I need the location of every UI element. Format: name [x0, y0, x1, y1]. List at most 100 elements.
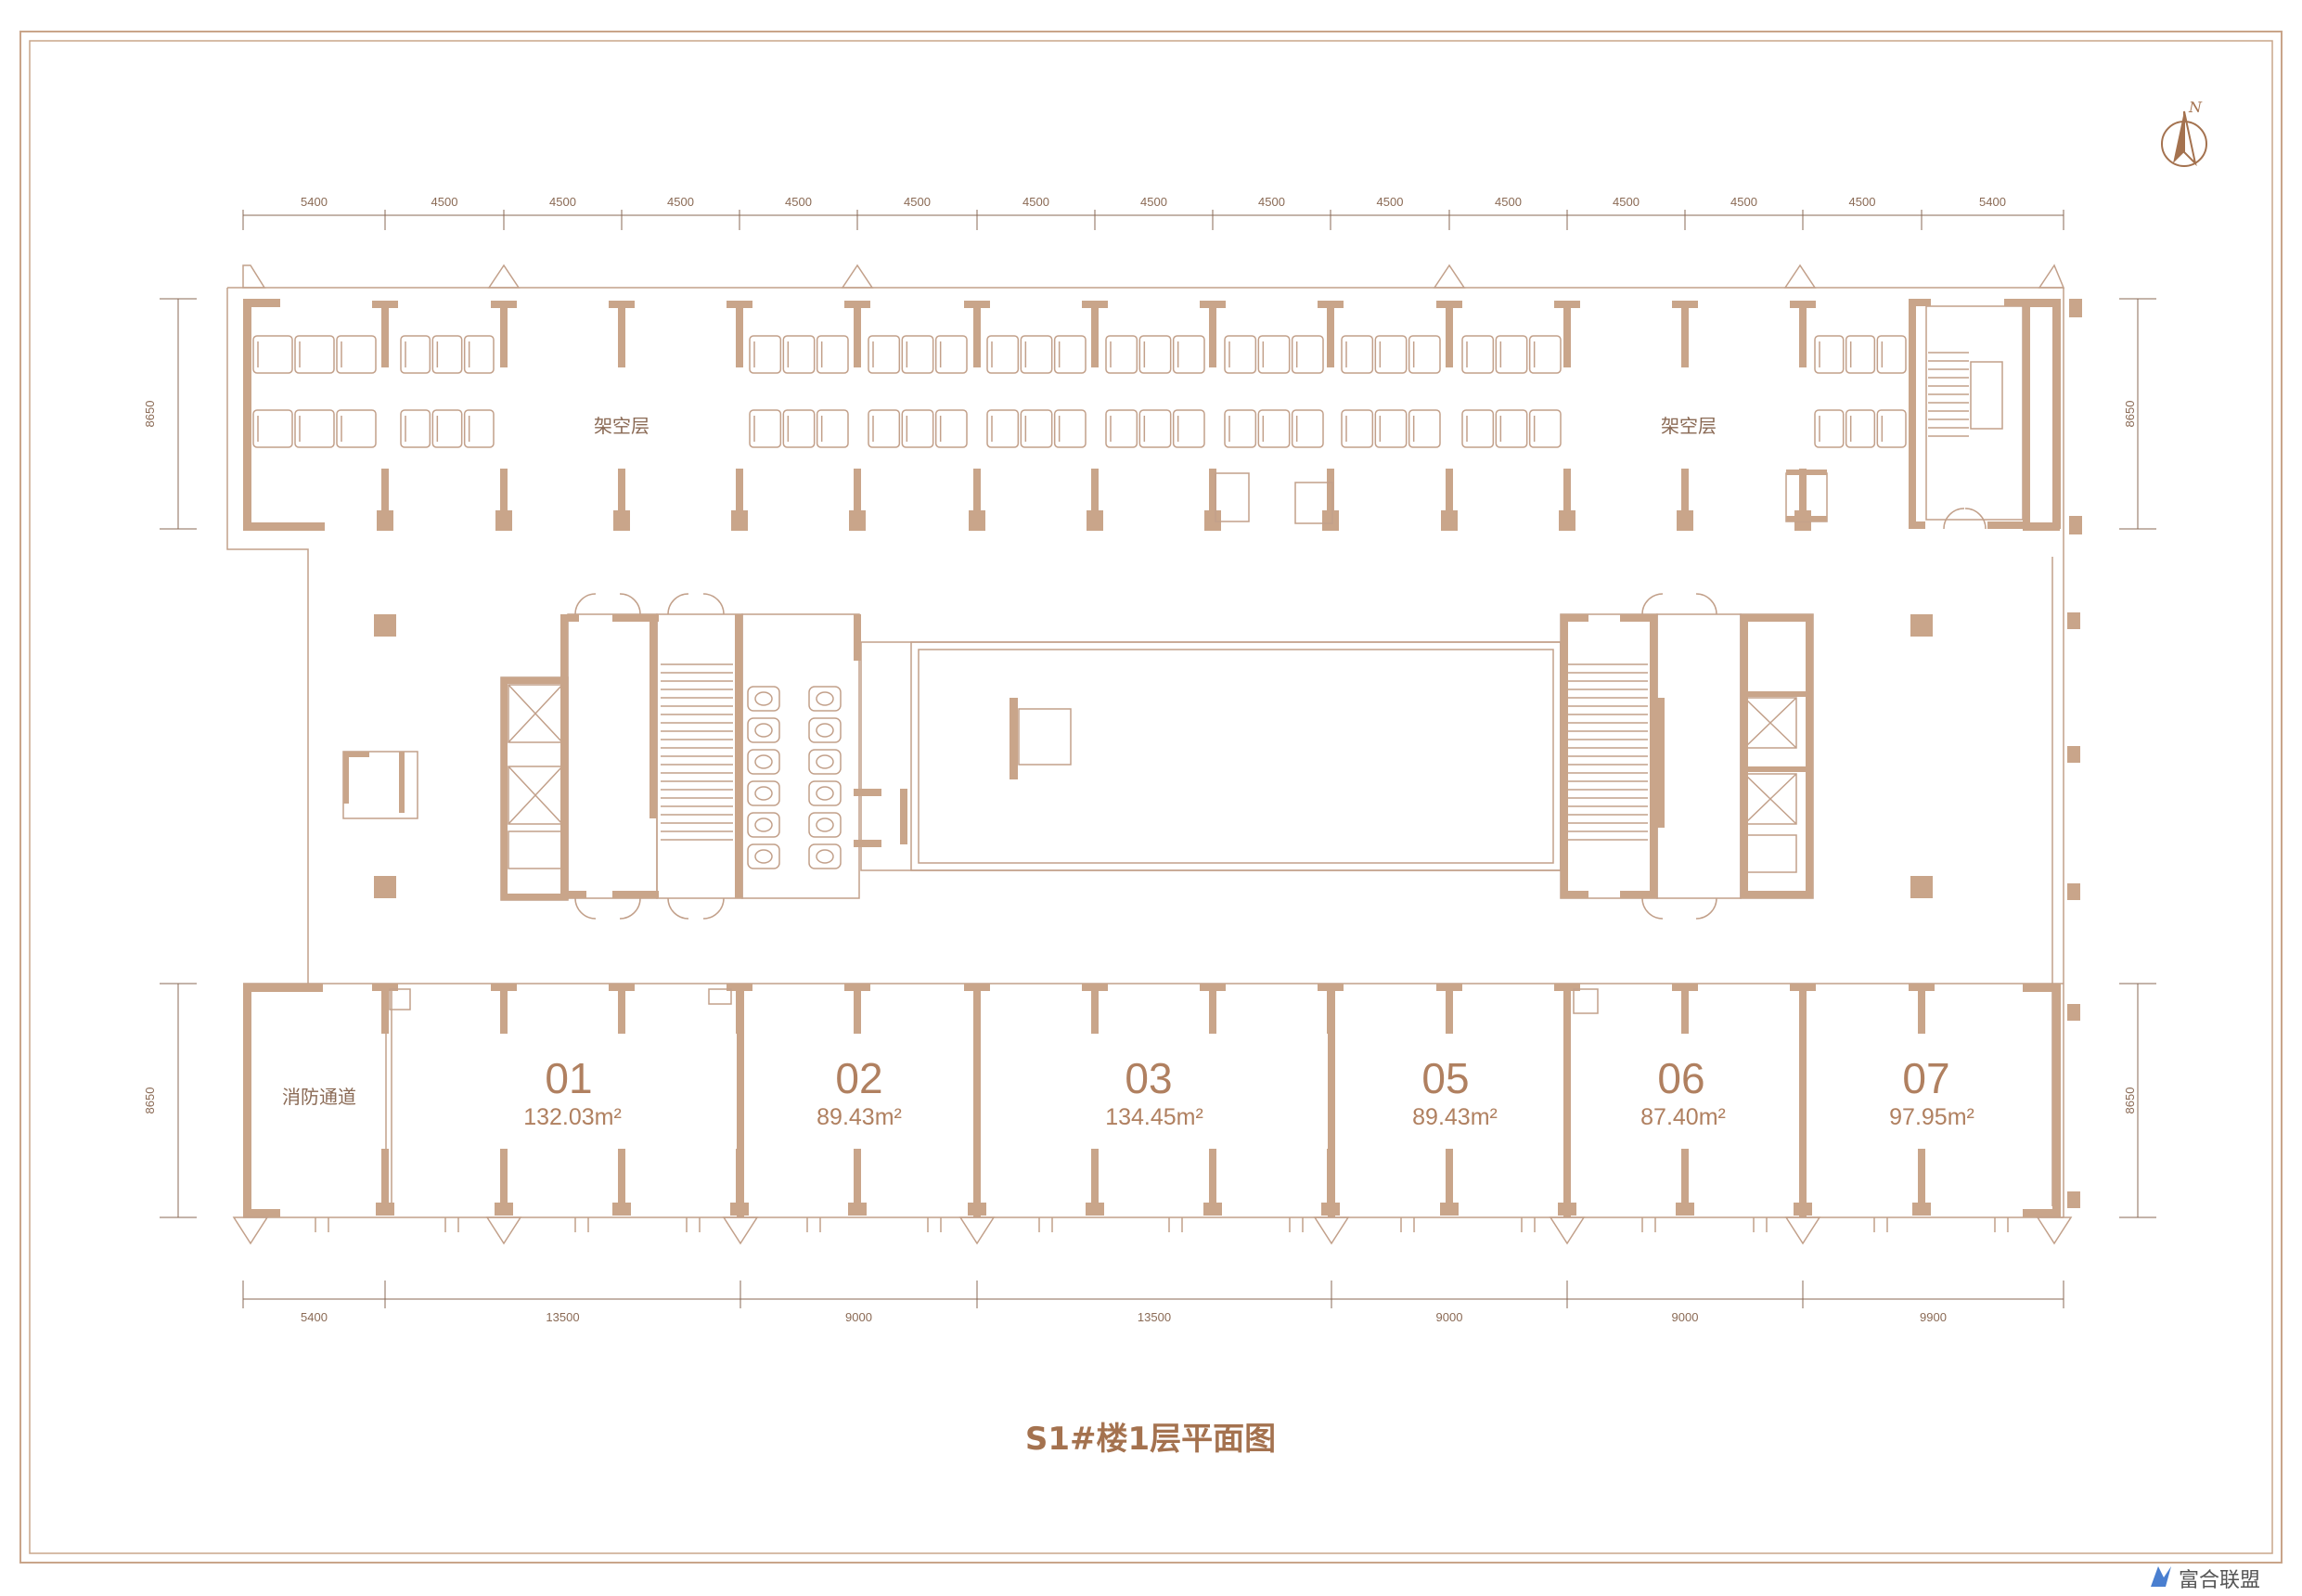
top-dimension-label: 5400 — [301, 195, 328, 209]
parking-space — [294, 409, 335, 448]
column — [381, 984, 389, 1034]
right-core-walls — [1561, 614, 1813, 898]
column — [1446, 469, 1453, 522]
parking-space — [1495, 409, 1528, 448]
watermark-text: 富合联盟 — [2179, 1569, 2260, 1592]
door — [315, 1217, 329, 1232]
top-dimension-label: 4500 — [549, 195, 576, 209]
door — [806, 1217, 821, 1232]
column — [1091, 301, 1099, 367]
shop-entrances — [232, 1216, 2073, 1245]
top-dimension-label: 4500 — [431, 195, 458, 209]
column — [854, 469, 861, 522]
parking-space — [1224, 409, 1257, 448]
column-base — [612, 1203, 631, 1216]
column-base — [731, 510, 748, 531]
unit-06: 06 87.40m² — [1640, 1054, 1726, 1130]
top-dimension-label: 4500 — [667, 195, 694, 209]
parking-space — [252, 409, 293, 448]
watermark-logo-icon — [2151, 1566, 2171, 1587]
column — [1327, 469, 1334, 522]
column — [854, 301, 861, 367]
unit-area: 97.95m² — [1889, 1104, 1974, 1130]
parking-space — [1528, 335, 1562, 374]
entrance-marker — [1784, 1216, 1821, 1245]
column — [1446, 984, 1453, 1034]
parking-spaces — [252, 335, 1907, 448]
column — [1209, 984, 1216, 1034]
door — [686, 1217, 701, 1232]
party-wall — [1563, 984, 1571, 1217]
column — [1327, 301, 1334, 367]
column — [500, 301, 508, 367]
bottom-dimension-label: 13500 — [1138, 1310, 1171, 1324]
entrance-marker — [1313, 1216, 1350, 1245]
restroom-stall — [747, 780, 780, 806]
unit-number: 03 — [1125, 1054, 1172, 1102]
door — [1168, 1217, 1183, 1232]
parking-space — [431, 409, 463, 448]
restroom-stall — [747, 749, 780, 775]
door — [1038, 1217, 1053, 1232]
shop-columns — [372, 984, 1935, 1217]
upper-walls — [243, 299, 2061, 531]
parking-space — [1138, 335, 1172, 374]
party-wall — [1328, 984, 1335, 1217]
column — [1091, 469, 1099, 522]
unit-05: 05 89.43m² — [1412, 1054, 1498, 1130]
column — [618, 984, 625, 1034]
dim-right-top: 8650 — [2123, 401, 2137, 428]
toilet-fixture — [816, 691, 834, 706]
column — [736, 301, 743, 367]
parking-space — [816, 409, 849, 448]
entrance-marker — [958, 1216, 996, 1245]
column — [618, 1149, 625, 1208]
parking-space — [1408, 335, 1441, 374]
column-base — [1322, 510, 1339, 531]
parking-space — [1461, 409, 1495, 448]
parking-space — [431, 335, 463, 374]
parking-space — [463, 409, 495, 448]
column-base — [1676, 1203, 1694, 1216]
parking-space — [1374, 409, 1408, 448]
top-dimension-label: 5400 — [1979, 195, 2006, 209]
top-dimension-label: 4500 — [1495, 195, 1522, 209]
parking-space — [400, 335, 431, 374]
parking-space — [463, 335, 495, 374]
parking-space — [1138, 409, 1172, 448]
unit-number: 01 — [545, 1054, 592, 1102]
toilet-fixture — [816, 754, 834, 769]
column — [1563, 301, 1571, 367]
parking-space — [1461, 335, 1495, 374]
right-core — [1560, 593, 1814, 920]
parking-space — [1291, 409, 1324, 448]
entrance-marker — [1549, 1216, 1586, 1245]
party-wall — [737, 984, 744, 1217]
toilet-fixture — [816, 786, 834, 801]
column-base — [1559, 510, 1575, 531]
parking-space — [1845, 335, 1876, 374]
toilet-fixture — [816, 817, 834, 832]
column — [618, 469, 625, 522]
top-dimension-label: 4500 — [904, 195, 931, 209]
shop-stair-markers — [389, 988, 1599, 1014]
party-wall — [1799, 984, 1807, 1217]
parking-space — [1053, 409, 1087, 448]
bottom-dimension-label: 13500 — [546, 1310, 579, 1324]
column-base — [1441, 510, 1458, 531]
unit-02: 02 89.43m² — [817, 1054, 902, 1130]
column-base — [1440, 1203, 1459, 1216]
column-base — [377, 510, 393, 531]
unit-number: 05 — [1421, 1054, 1469, 1102]
column — [854, 984, 861, 1034]
unit-number: 02 — [835, 1054, 882, 1102]
bottom-dimension-label: 9000 — [1672, 1310, 1699, 1324]
top-dimension-label: 4500 — [785, 195, 812, 209]
inner-frame — [29, 40, 2273, 1554]
door — [927, 1217, 942, 1232]
restroom-stall — [808, 780, 842, 806]
zone-pilotis-right: 架空层 — [1661, 415, 1717, 437]
entrance-marker — [232, 1216, 269, 1245]
restroom-stall — [808, 717, 842, 743]
